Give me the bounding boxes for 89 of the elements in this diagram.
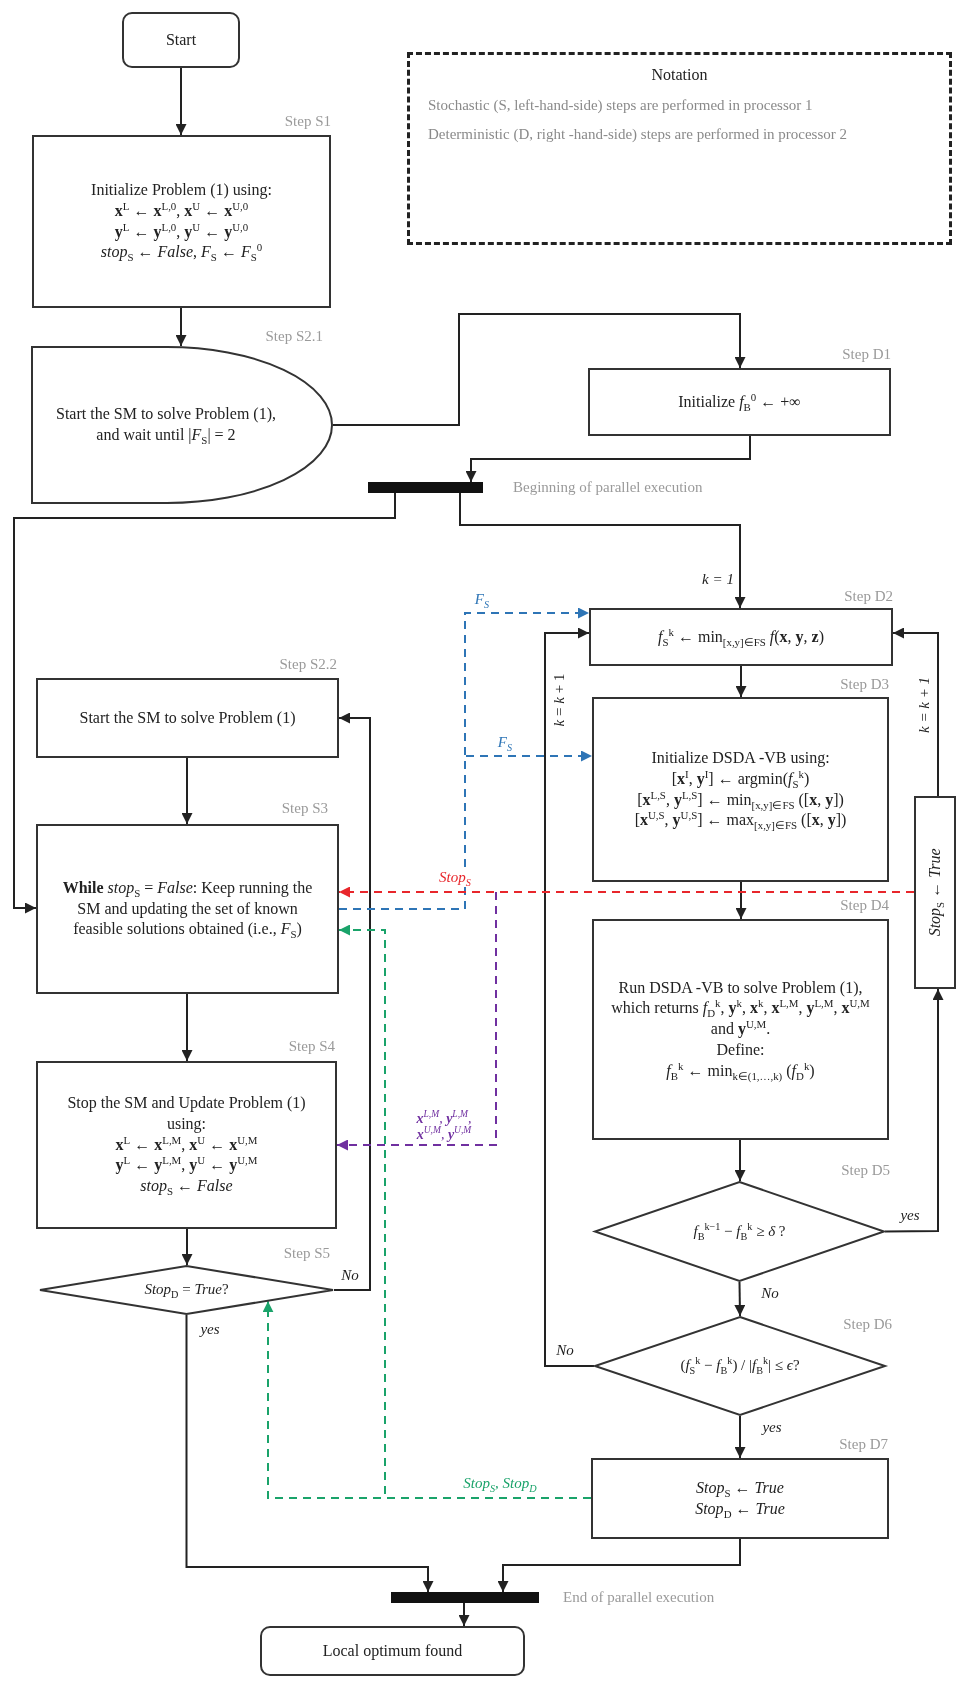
arrow xyxy=(734,1139,746,1182)
arrow xyxy=(332,313,746,426)
step-text: Define: xyxy=(716,1039,765,1060)
step-text: Run DSDA -VB to solve Problem (1), which returns f$_{D}$$^{k}$, y$^{k}$, x$^{k}$, x$^{L,M}$, y$^{L,M}$, x$^{U,M}$ and y$^{U,M}$. xyxy=(610,977,871,1040)
arrow xyxy=(735,881,747,920)
step-text: y$^{L}$ ← y$^{L,M}$, y$^{U}$ ← y$^{U,M}$ xyxy=(115,1155,258,1176)
step-text: stop$_{S}$ ← False xyxy=(140,1176,233,1197)
notation-heading: Notation xyxy=(650,65,709,85)
step-text: x$^{L}$ ← x$^{L,0}$, x$^{U}$ ← x$^{U,0}$ xyxy=(114,200,249,221)
step-label: Step D6 xyxy=(843,1316,892,1333)
step-text: Initialize f$_{B}$$^{0}$ ← +∞ xyxy=(678,391,801,413)
process-box xyxy=(36,678,339,758)
step-text: Local optimum found xyxy=(322,1640,463,1662)
step-text: f$_{S}$$^{k}$ ← min$_{[x,y]∈F}$$_{S}$ f(x, y, z) xyxy=(658,626,824,648)
step-text: [x$^{L,S}$, y$^{L,S}$] ← min$_{[x,y]∈F}$$_{S}$ ([x, y]) xyxy=(637,789,844,811)
edge-label: F$_{S}$ xyxy=(472,591,492,609)
step-label: Step S2.1 xyxy=(265,328,323,345)
condition-text: Stop$_{D}$ = True? xyxy=(144,1280,229,1300)
step-label: Step S3 xyxy=(281,800,328,817)
step-text: [x$^{U,S}$, y$^{U,S}$] ← max$_{[x,y]∈F}$$_{S}$ ([x, y]) xyxy=(634,810,847,832)
arrow xyxy=(181,1228,193,1266)
arrow xyxy=(185,1314,434,1593)
arrow xyxy=(181,757,193,825)
process-box xyxy=(588,368,891,436)
edge-label: Stop$_{S}$ xyxy=(437,869,473,887)
step-text: f$_{B}$$^{k}$ ← min$_{k∈(1,…,k)}$ (f$_{D}$$^{k}$) xyxy=(666,1060,815,1082)
step-text: Stop the SM and Update Problem (1) using: xyxy=(66,1093,307,1135)
decision-diamond xyxy=(39,1265,334,1315)
step-label: Step D7 xyxy=(839,1436,888,1453)
step-label: Step D5 xyxy=(841,1162,890,1179)
delay-shape xyxy=(31,346,333,504)
step-text: Initialize Problem (1) using: xyxy=(91,179,272,201)
step-label: Step D4 xyxy=(840,897,889,914)
step-text: Stop$_{D}$ ← True xyxy=(695,1498,785,1520)
step-text: y$^{L}$ ← y$^{L,0}$, y$^{U}$ ← y$^{U,0}$ xyxy=(114,221,249,243)
step-text: Stop$_{S}$ ← True xyxy=(696,1477,784,1499)
condition-text: f$_{B}$$^{k−1}$ − f$_{B}$$^{k}$ ≥ δ ? xyxy=(693,1221,786,1242)
process-box xyxy=(914,796,956,989)
terminal-box xyxy=(260,1626,525,1676)
step-text: x$^{L}$ ← x$^{L,M}$, x$^{U}$ ← x$^{U,M}$ xyxy=(115,1134,258,1155)
step-text: Start the SM to solve Problem (1), and wait until |F$_{S}$| = 2 xyxy=(55,404,277,446)
process-box xyxy=(589,608,893,666)
step-label: Step S5 xyxy=(283,1245,330,1262)
step-label: Step S2.2 xyxy=(279,656,337,673)
step-label: End of parallel execution xyxy=(563,1589,715,1606)
arrow xyxy=(734,1415,746,1459)
notation-text: Deterministic (D, right -hand-side) steps are performed in processor 2 xyxy=(428,125,849,145)
arrow xyxy=(884,988,944,1233)
sync-bar xyxy=(368,482,483,493)
arrow xyxy=(13,492,396,914)
process-box xyxy=(591,1458,889,1539)
step-label: Step S4 xyxy=(288,1038,335,1055)
arrow xyxy=(459,492,746,609)
decision-diamond xyxy=(594,1181,885,1282)
notation-box xyxy=(407,52,952,245)
step-label: Beginning of parallel execution xyxy=(513,479,703,496)
step-text: Initialize DSDA -VB using: xyxy=(651,747,830,769)
step-text: Start the SM to solve Problem (1) xyxy=(79,707,296,729)
arrow xyxy=(734,1281,746,1317)
arrow xyxy=(458,1602,470,1627)
step-text: While stop$_{S}$ = False: Keep running the SM and updating the set of known feasible solutions obtained (i.e., F$_{S}$) xyxy=(61,877,314,941)
process-box xyxy=(32,135,331,308)
step-text: [x$^{I}$, y$^{I}$] ← argmin(f$_{S}$$^{k}$) xyxy=(671,768,810,790)
arrow xyxy=(175,67,187,136)
notation-text: Stochastic (S, left-hand-side) steps are performed in processor 1 xyxy=(428,95,814,115)
arrow xyxy=(497,1538,741,1593)
step-label: Step D2 xyxy=(844,588,893,605)
arrow xyxy=(465,435,751,483)
step-label: Step D1 xyxy=(842,346,891,363)
edge-label: Stop$_{S}$, Stop$_{D}$ xyxy=(461,1475,539,1493)
condition-text: (f$_{S}$$^{k}$ − f$_{B}$$^{k}$) / |f$_{B}$$^{k}$| ≤ ϵ? xyxy=(680,1356,800,1376)
arrow xyxy=(735,665,747,698)
process-box xyxy=(36,1061,337,1229)
step-text: Start xyxy=(165,29,197,50)
arrow xyxy=(333,712,371,1291)
dashed-arrow xyxy=(336,891,497,1151)
process-box xyxy=(36,824,339,994)
arrow xyxy=(175,307,187,347)
step-label: Step S1 xyxy=(284,113,331,130)
process-box xyxy=(592,919,889,1140)
arrow xyxy=(544,627,595,1367)
dashed-arrow xyxy=(338,886,915,898)
arrow xyxy=(181,993,193,1062)
sync-bar xyxy=(391,1592,539,1603)
process-box xyxy=(592,697,889,882)
terminal-box xyxy=(122,12,240,68)
edge-label: F$_{S}$ xyxy=(495,734,515,752)
arrow xyxy=(892,627,939,797)
step-label: Step D3 xyxy=(840,676,889,693)
